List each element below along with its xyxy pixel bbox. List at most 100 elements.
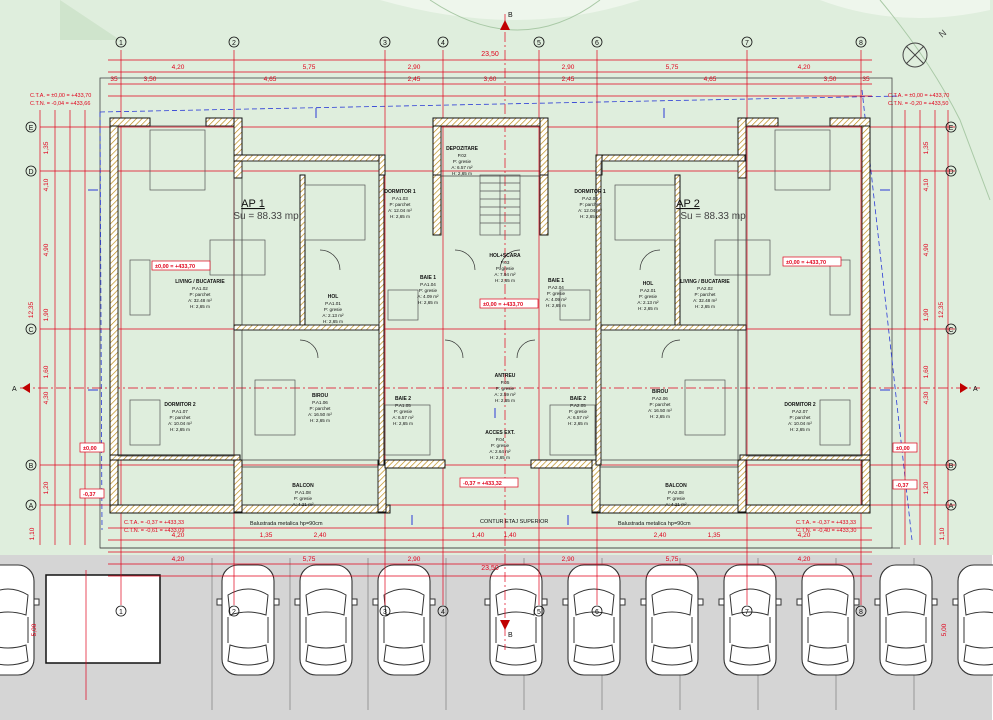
car-icon xyxy=(294,564,358,676)
dim-label: 3,50 xyxy=(824,76,837,83)
dim-label: 4,90 xyxy=(923,243,930,256)
dim-label: 4,65 xyxy=(704,76,717,83)
svg-text:P.A1.02: P.A1.02 xyxy=(192,286,208,291)
svg-text:H: 2,65 m: H: 2,65 m xyxy=(393,421,413,426)
dim-label: 2,40 xyxy=(314,532,327,539)
section-label: B xyxy=(508,12,513,19)
dim-label: 2,40 xyxy=(654,532,667,539)
svg-text:A: 16.50 m²: A: 16.50 m² xyxy=(308,412,332,417)
annotations: Balustrada metalica hp=90cm Balustrada m… xyxy=(250,519,691,527)
car-icon xyxy=(874,564,938,676)
dim-label: 4,20 xyxy=(798,532,811,539)
svg-text:P.A1.07: P.A1.07 xyxy=(172,409,188,414)
svg-text:H: 2,65 m: H: 2,65 m xyxy=(310,418,330,423)
svg-text:P.A2.01: P.A2.01 xyxy=(640,288,656,293)
svg-text:P.A2.06: P.A2.06 xyxy=(652,396,668,401)
dim-label: 4,65 xyxy=(264,76,277,83)
dim-label: 4,10 xyxy=(43,178,50,191)
section-label: A xyxy=(973,386,978,393)
dim-label: 1,20 xyxy=(43,481,50,494)
svg-text:P: gresie: P: gresie xyxy=(394,409,413,414)
svg-text:H: 2,65 m: H: 2,65 m xyxy=(390,214,410,219)
svg-text:P: parchet: P: parchet xyxy=(580,202,602,207)
car-icon xyxy=(640,564,704,676)
svg-text:A: 2.13 m²: A: 2.13 m² xyxy=(637,300,659,305)
svg-text:A: 4.21 m²: A: 4.21 m² xyxy=(665,502,687,507)
svg-text:P: gresie: P: gresie xyxy=(496,266,515,271)
svg-text:P: parchet: P: parchet xyxy=(650,402,672,407)
car-icon xyxy=(216,564,280,676)
svg-text:P: gresie: P: gresie xyxy=(453,159,472,164)
svg-text:DEPOZITARE: DEPOZITARE xyxy=(446,146,479,152)
svg-text:P: gresie: P: gresie xyxy=(569,409,588,414)
dim-label: 4,90 xyxy=(43,243,50,256)
svg-text:P: gresie: P: gresie xyxy=(491,443,510,448)
dim-label: 2,90 xyxy=(408,64,421,71)
svg-text:H: 2,65 m: H: 2,65 m xyxy=(546,303,566,308)
car-icon xyxy=(562,564,626,676)
dim-total-bottom: 23,50 xyxy=(481,565,499,572)
svg-text:H: 2,65 m: H: 2,65 m xyxy=(452,171,472,176)
svg-text:P: gresie: P: gresie xyxy=(496,386,515,391)
svg-text:BALCON: BALCON xyxy=(292,483,314,489)
level-markers: ±0,00 = +433,70 ±0,00 = +433,70 ±0,00 = … xyxy=(79,256,918,499)
svg-text:P.A1.01: P.A1.01 xyxy=(325,301,341,306)
svg-text:HOL+SCARA: HOL+SCARA xyxy=(489,253,521,259)
dim-label: 1,35 xyxy=(260,532,273,539)
svg-text:H: 2,65 m: H: 2,65 m xyxy=(490,455,510,460)
svg-text:A: 2.64 m²: A: 2.64 m² xyxy=(489,449,511,454)
svg-text:P.04: P.04 xyxy=(496,437,505,442)
svg-text:H: 2,65 m: H: 2,65 m xyxy=(638,306,658,311)
svg-text:H: 2,65 m: H: 2,65 m xyxy=(495,398,515,403)
svg-text:H: 2,65 m: H: 2,65 m xyxy=(650,414,670,419)
dim-label: 1,10 xyxy=(29,527,36,540)
svg-text:P: parchet: P: parchet xyxy=(310,406,332,411)
level-label: ±0,00 = +433,70 xyxy=(155,264,195,270)
car-icon xyxy=(0,564,40,676)
ctn-note: C.T.N. = -0,04 = +433,66 xyxy=(30,101,90,107)
axis-label: 6 xyxy=(595,40,599,47)
section-a-right-arrow-icon xyxy=(960,383,968,393)
ctn-note: C.T.N. = -0,40 = +433,30 xyxy=(796,528,856,534)
level-label: ±0,00 = +433,70 xyxy=(786,260,826,266)
level-label: ±0,00 xyxy=(896,446,910,452)
apartment-area: Su = 88.33 mp xyxy=(233,211,299,222)
axis-label: C xyxy=(28,327,33,334)
axis-label: B xyxy=(949,463,954,470)
svg-text:DORMITOR 1: DORMITOR 1 xyxy=(384,189,416,195)
svg-text:P.A1.03: P.A1.03 xyxy=(392,196,408,201)
axis-label: 6 xyxy=(595,609,599,616)
dim-label: 35 xyxy=(110,76,118,83)
axis-label: 1 xyxy=(119,609,123,616)
north-label: N xyxy=(937,28,948,40)
svg-text:P.05: P.05 xyxy=(501,380,510,385)
svg-text:A: 2.59 m²: A: 2.59 m² xyxy=(494,392,516,397)
axis-label: D xyxy=(948,169,953,176)
svg-text:P.03: P.03 xyxy=(501,260,510,265)
svg-text:P: gresie: P: gresie xyxy=(667,496,686,501)
dim-label: 3,60 xyxy=(484,76,497,83)
axis-top xyxy=(25,36,957,617)
svg-text:H: 2,65 m: H: 2,65 m xyxy=(190,304,210,309)
cta-note: C.T.A. = -0,37 = +433,33 xyxy=(796,520,856,526)
svg-text:HOL: HOL xyxy=(643,281,654,287)
cta-note: C.T.A. = ±0,00 = +433,70 xyxy=(888,93,949,99)
svg-text:ANTREU: ANTREU xyxy=(495,373,516,379)
svg-text:P.A1.06: P.A1.06 xyxy=(312,400,328,405)
dim-label: 2,45 xyxy=(408,76,421,83)
axis-label: B xyxy=(29,463,34,470)
